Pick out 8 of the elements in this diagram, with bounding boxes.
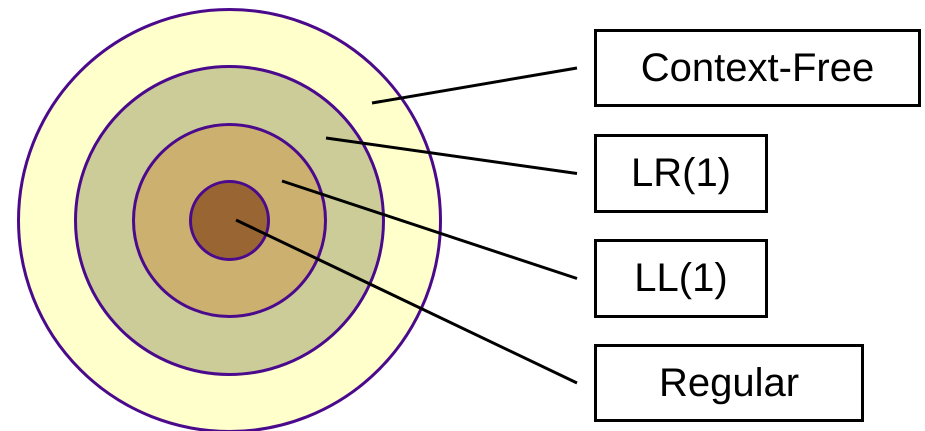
category-label: Regular xyxy=(594,344,864,422)
leader-line xyxy=(372,66,578,104)
category-label: Context-Free xyxy=(594,29,921,107)
category-label: LR(1) xyxy=(594,134,768,213)
category-label: LL(1) xyxy=(594,239,768,318)
leader-line xyxy=(282,180,578,280)
leader-line xyxy=(235,218,578,384)
leader-line xyxy=(326,136,578,175)
